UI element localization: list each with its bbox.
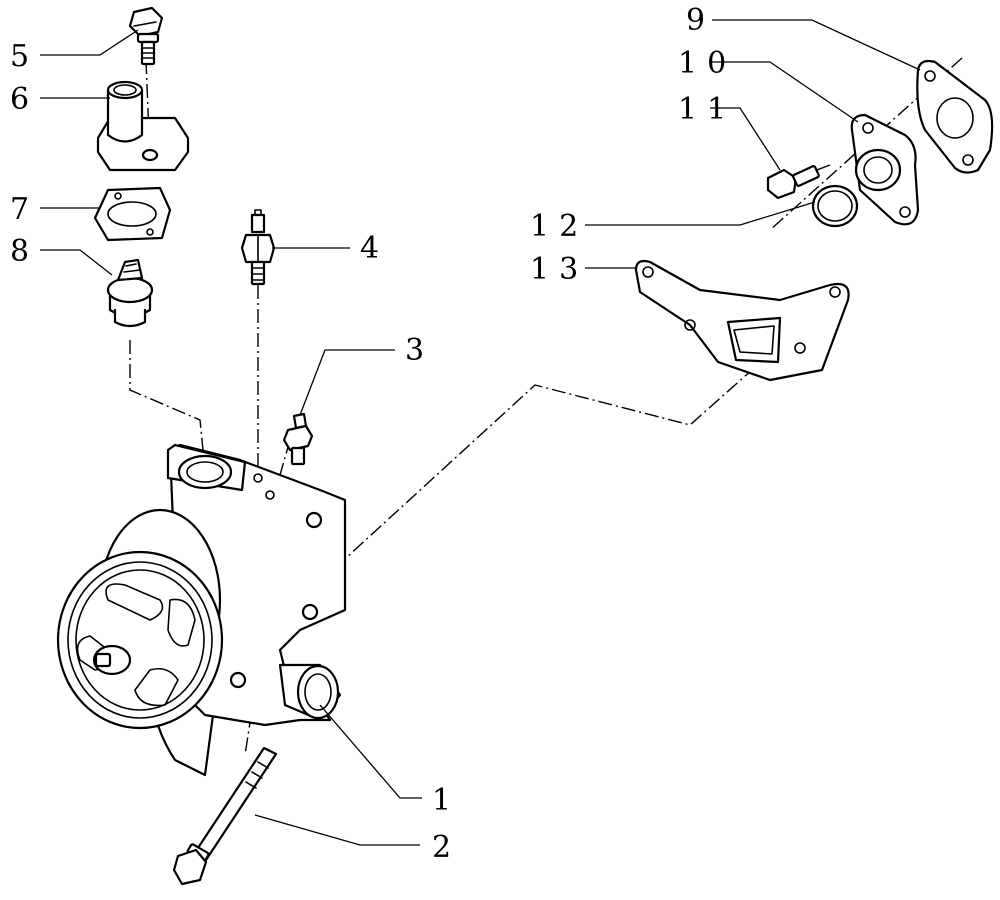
- part-1-water-pump: [56, 443, 347, 777]
- callout-2: 2: [432, 830, 461, 865]
- callout-3: 3: [405, 333, 434, 368]
- callout-8: 8: [10, 234, 39, 269]
- part-13-bracket: [634, 259, 850, 382]
- part-6-outlet-housing: [96, 80, 190, 172]
- part-2-long-bolt: [172, 746, 278, 886]
- callout-5: 5: [10, 39, 39, 74]
- callout-4: 4: [360, 231, 389, 266]
- callout-1: 1: [432, 783, 461, 818]
- leader-lines: [40, 19, 921, 846]
- callout-13: 13: [530, 252, 588, 287]
- callout-6: 6: [10, 82, 39, 117]
- part-9-gasket: [916, 59, 994, 174]
- part-4-sensor: [240, 209, 276, 286]
- callout-11: 11: [678, 92, 736, 127]
- part-12-o-ring: [811, 184, 859, 228]
- part-3-sender: [282, 412, 314, 466]
- callout-7: 7: [10, 192, 39, 227]
- callout-9: 9: [686, 3, 715, 38]
- callout-12: 12: [530, 209, 588, 244]
- callout-10: 10: [678, 46, 736, 81]
- part-5-bolt: [128, 6, 164, 66]
- part-7-gasket: [93, 186, 172, 242]
- part-8-thermostat: [106, 258, 154, 328]
- part-10-elbow: [850, 113, 920, 226]
- part-11-bolt: [766, 165, 820, 200]
- callout-labels: 1 2 3 4 5 6 7 8 9 10 11 12 13: [10, 3, 736, 865]
